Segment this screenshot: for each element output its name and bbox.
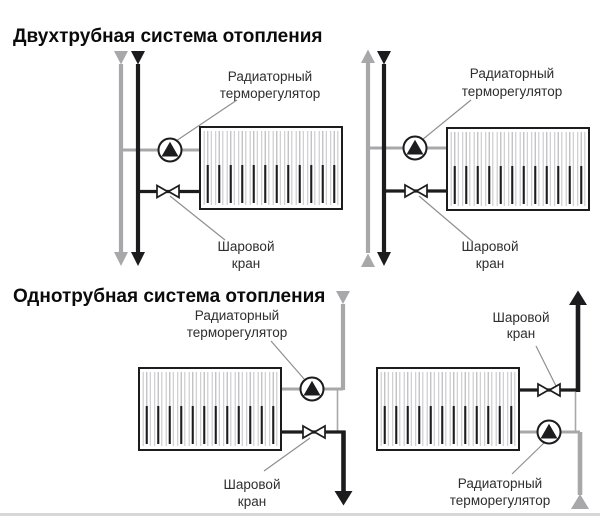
pointer-line (421, 99, 472, 141)
ball-valve-label: кран (232, 256, 260, 271)
title-one-pipe-system: Однотрубная система отопления (13, 286, 325, 307)
arrow-down-icon (336, 291, 350, 304)
pointer-line (169, 195, 226, 241)
arrow-down-icon (114, 252, 128, 266)
diagram-one-pipe-downfeed: Радиаторный терморегулятор Шаровой кран (138, 291, 353, 509)
arrow-down-icon (377, 51, 391, 65)
ball-valve-label: Шаровой (224, 477, 281, 492)
thermostat-label: терморегулятор (450, 493, 550, 508)
ball-valve-label: Шаровой (493, 310, 550, 325)
ball-valve-label: кран (507, 326, 535, 341)
pointer-line (263, 437, 311, 472)
arrow-down-icon (377, 252, 391, 266)
diagram-two-pipe-upfeed: Радиаторный терморегулятор Шаровой кран (361, 49, 590, 271)
ball-valve-label: кран (238, 494, 266, 509)
thermostat-label: Радиаторный (470, 66, 554, 81)
pointer-line (418, 195, 474, 243)
radiator-icon (199, 126, 343, 210)
ball-valve-icon (537, 383, 561, 397)
ball-valve-label: кран (476, 256, 504, 271)
radiator-icon (138, 367, 282, 451)
thermostat-valve-icon (402, 135, 428, 161)
thermostat-label: терморегулятор (462, 84, 562, 99)
pointer-line (511, 441, 546, 475)
ball-valve-label: Шаровой (218, 239, 275, 254)
thermostat-label: терморегулятор (220, 86, 320, 101)
arrow-down-icon (114, 51, 128, 65)
bottom-edge-strip (0, 513, 600, 516)
thermostat-valve-icon (157, 137, 183, 163)
ball-valve-icon (156, 184, 180, 199)
arrow-up-icon (361, 49, 375, 63)
ball-valve-icon (302, 425, 326, 439)
pointer-line (270, 340, 306, 381)
ball-valve-icon (404, 184, 428, 198)
radiator-icon (376, 367, 520, 451)
thermostat-label: Радиаторный (458, 476, 542, 491)
ball-valve-label: Шаровой (462, 239, 519, 254)
diagram-one-pipe-upfeed: Шаровой кран Радиаторный терморегулятор (376, 290, 589, 509)
arrow-up-icon (571, 494, 589, 509)
title-two-pipe-system: Двухтрубная система отопления (13, 26, 322, 47)
thermostat-label: Радиаторный (228, 69, 312, 84)
arrow-down-icon (334, 491, 353, 506)
pointer-line (175, 99, 238, 142)
radiator-icon (446, 127, 590, 211)
pointer-line (535, 345, 557, 387)
thermostat-valve-icon (536, 419, 562, 445)
arrow-down-icon (131, 252, 145, 266)
diagram-two-pipe-downfeed: Радиаторный терморегулятор Шаровой кран (114, 51, 343, 271)
arrow-up-icon (361, 253, 375, 267)
thermostat-label: Радиаторный (195, 308, 279, 323)
thermostat-valve-icon (299, 376, 325, 402)
thermostat-label: терморегулятор (187, 325, 287, 340)
arrow-up-icon (569, 290, 587, 305)
arrow-down-icon (131, 51, 145, 65)
